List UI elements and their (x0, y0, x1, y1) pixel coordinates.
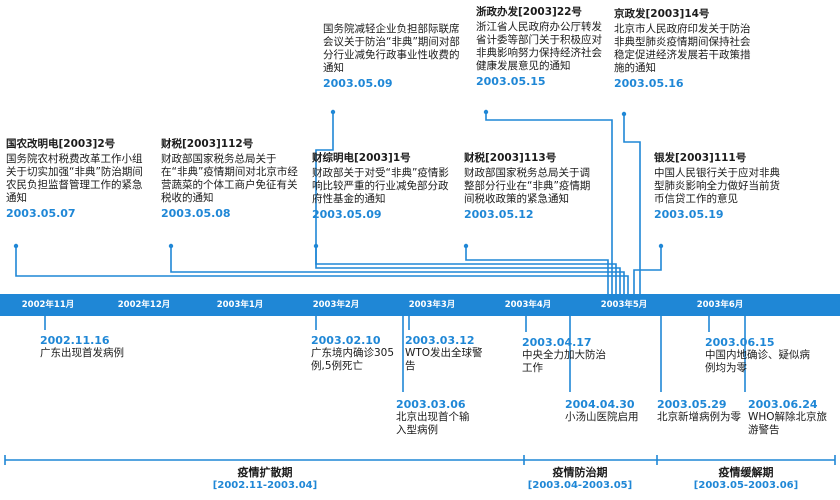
event-date: 2003.03.12 (405, 334, 475, 347)
policy-text: 浙江省人民政府办公厅转发省计委等部门关于积极应对非典影响努力保持经济社会健康发展… (476, 21, 602, 72)
policy-item: 国务院减轻企业负担部际联席会议关于防治“非典”期间对部分行业减免行政事业性收费的… (323, 23, 461, 90)
event-item: 2004.04.30 小汤山医院启用 (565, 398, 665, 424)
month-label: 2003年2月 (312, 300, 360, 310)
event-text: WHO解除北京旅游警告 (748, 411, 828, 436)
event-item: 2003.03.06 北京出现首个输入型病例 (396, 398, 476, 437)
timeline-band (0, 294, 840, 316)
event-date: 2003.05.29 (657, 398, 727, 411)
event-date: 2003.02.10 (311, 334, 381, 347)
phase-range: [2003.05-2003.06] (693, 480, 799, 491)
policy-date: 2003.05.19 (654, 208, 724, 221)
policy-code: 财税[2003]113号 (464, 152, 557, 164)
policy-date: 2003.05.16 (614, 77, 684, 90)
event-date: 2003.06.24 (748, 398, 818, 411)
phase-range: [2003.04-2003.05] (527, 480, 633, 491)
phase-label: 疫情防治期 [2003.04-2003.05] (510, 466, 650, 492)
phase-name: 疫情缓解期 (718, 466, 774, 479)
event-text: 广东境内确诊305例,5例死亡 (311, 347, 395, 372)
event-item: 2003.06.24 WHO解除北京旅游警告 (748, 398, 836, 437)
policy-item: 浙政办发[2003]22号 浙江省人民政府办公厅转发省计委等部门关于积极应对非典… (476, 6, 606, 88)
policy-code: 银发[2003]111号 (654, 152, 747, 164)
event-item: 2003.04.17 中央全力加大防治工作 (522, 336, 608, 375)
policy-text: 北京市人民政府印发关于防治非典型肺炎疫情期间保持社会稳定促进经济发展若干政策措施… (614, 23, 751, 74)
event-text: 北京出现首个输入型病例 (396, 411, 470, 436)
event-item: 2003.02.10 广东境内确诊305例,5例死亡 (311, 334, 397, 373)
event-item: 2003.03.12 WTO发出全球警告 (405, 334, 491, 373)
event-date: 2003.04.17 (522, 336, 592, 349)
policy-code: 财综明电[2003]1号 (312, 152, 411, 164)
event-item: 2003.05.29 北京新增病例为零 (657, 398, 743, 424)
month-label: 2003年1月 (216, 300, 264, 310)
phase-name: 疫情防治期 (552, 466, 608, 479)
event-text: 小汤山医院启用 (565, 411, 639, 423)
policy-code: 浙政办发[2003]22号 (476, 6, 582, 18)
policy-date: 2003.05.15 (476, 75, 546, 88)
event-text: 中国内地确诊、疑似病例均为零 (705, 349, 810, 374)
policy-date: 2003.05.07 (6, 207, 76, 220)
event-date: 2004.04.30 (565, 398, 635, 411)
event-item: 2003.06.15 中国内地确诊、疑似病例均为零 (705, 336, 815, 375)
phase-name: 疫情扩散期 (237, 466, 293, 479)
policy-date: 2003.05.09 (312, 208, 382, 221)
month-label: 2003年3月 (408, 300, 456, 310)
policy-item: 银发[2003]111号 中国人民银行关于应对非典型肺炎影响全力做好当前货币信贷… (654, 152, 786, 221)
policy-date: 2003.05.09 (323, 77, 393, 90)
event-text: WTO发出全球警告 (405, 347, 483, 372)
policy-text: 国务院减轻企业负担部际联席会议关于防治“非典”期间对部分行业减免行政事业性收费的… (323, 23, 460, 74)
policy-date: 2003.05.12 (464, 208, 534, 221)
month-label: 2003年4月 (504, 300, 552, 310)
policy-item: 京政发[2003]14号 北京市人民政府印发关于防治非典型肺炎疫情期间保持社会稳… (614, 8, 752, 90)
policy-item: 财税[2003]113号 财政部国家税务总局关于调整部分行业在“非典”疫情期间税… (464, 152, 600, 221)
event-date: 2003.03.06 (396, 398, 466, 411)
event-text: 中央全力加大防治工作 (522, 349, 606, 374)
event-text: 北京新增病例为零 (657, 411, 741, 423)
policy-code: 京政发[2003]14号 (614, 8, 710, 20)
policy-item: 财税[2003]112号 财政部国家税务总局关于在“非典”疫情期间对北京市经营蔬… (161, 138, 299, 220)
phase-label: 疫情扩散期 [2002.11-2003.04] (165, 466, 365, 492)
phase-label: 疫情缓解期 [2003.05-2003.06] (666, 466, 826, 492)
policy-text: 财政部国家税务总局关于调整部分行业在“非典”疫情期间税收政策的紧急通知 (464, 167, 591, 205)
month-label: 2003年6月 (696, 300, 744, 310)
policy-item: 国农改明电[2003]2号 国务院农村税费改革工作小组关于切实加强“非典”防治期… (6, 138, 144, 220)
policy-text: 财政部关于对受“非典”疫情影响比较严重的行业减免部分政府性基金的通知 (312, 167, 449, 205)
event-item: 2002.11.16 广东出现首发病例 (40, 334, 150, 360)
policy-date: 2003.05.08 (161, 207, 231, 220)
policy-code: 国农改明电[2003]2号 (6, 138, 116, 150)
policy-text: 国务院农村税费改革工作小组关于切实加强“非典”防治期间农民负担监督管理工作的紧急… (6, 153, 143, 204)
policy-item: 财综明电[2003]1号 财政部关于对受“非典”疫情影响比较严重的行业减免部分政… (312, 152, 454, 221)
event-text: 广东出现首发病例 (40, 347, 124, 359)
policy-text: 中国人民银行关于应对非典型肺炎影响全力做好当前货币信贷工作的意见 (654, 167, 780, 205)
month-label: 2002年11月 (21, 300, 75, 310)
month-label: 2003年5月 (600, 300, 648, 310)
policy-code: 财税[2003]112号 (161, 138, 254, 150)
month-label: 2002年12月 (117, 300, 171, 310)
policy-text: 财政部国家税务总局关于在“非典”疫情期间对北京市经营蔬菜的个体工商户免征有关税收… (161, 153, 298, 204)
event-date: 2003.06.15 (705, 336, 775, 349)
phase-range: [2002.11-2003.04] (212, 480, 318, 491)
event-date: 2002.11.16 (40, 334, 110, 347)
